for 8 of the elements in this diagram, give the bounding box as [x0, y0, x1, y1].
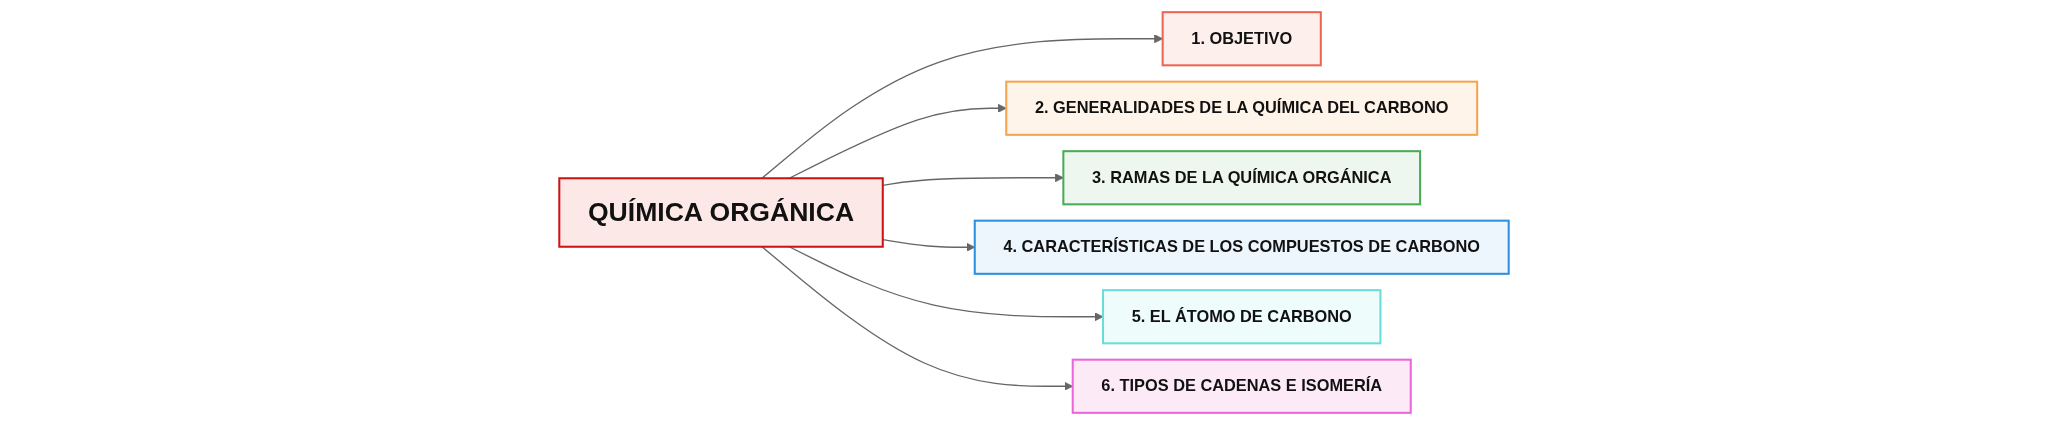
node-box: 5. EL ÁTOMO DE CARBONO	[1102, 289, 1382, 345]
node-box: 3. RAMAS DE LA QUÍMICA ORGÁNICA	[1062, 150, 1422, 206]
node-box: 6. TIPOS DE CADENAS E ISOMERÍA	[1071, 358, 1412, 414]
node-box: QUÍMICA ORGÁNICA	[558, 177, 884, 248]
node-box: 1. OBJETIVO	[1161, 11, 1322, 67]
arrow	[882, 173, 1064, 187]
node-box: 4. CARACTERÍSTICAS DE LOS COMPUESTOS DE CARBONO	[973, 219, 1510, 275]
node-box: 2. GENERALIDADES DE LA QUÍMICA DEL CARBONO	[1005, 80, 1479, 136]
